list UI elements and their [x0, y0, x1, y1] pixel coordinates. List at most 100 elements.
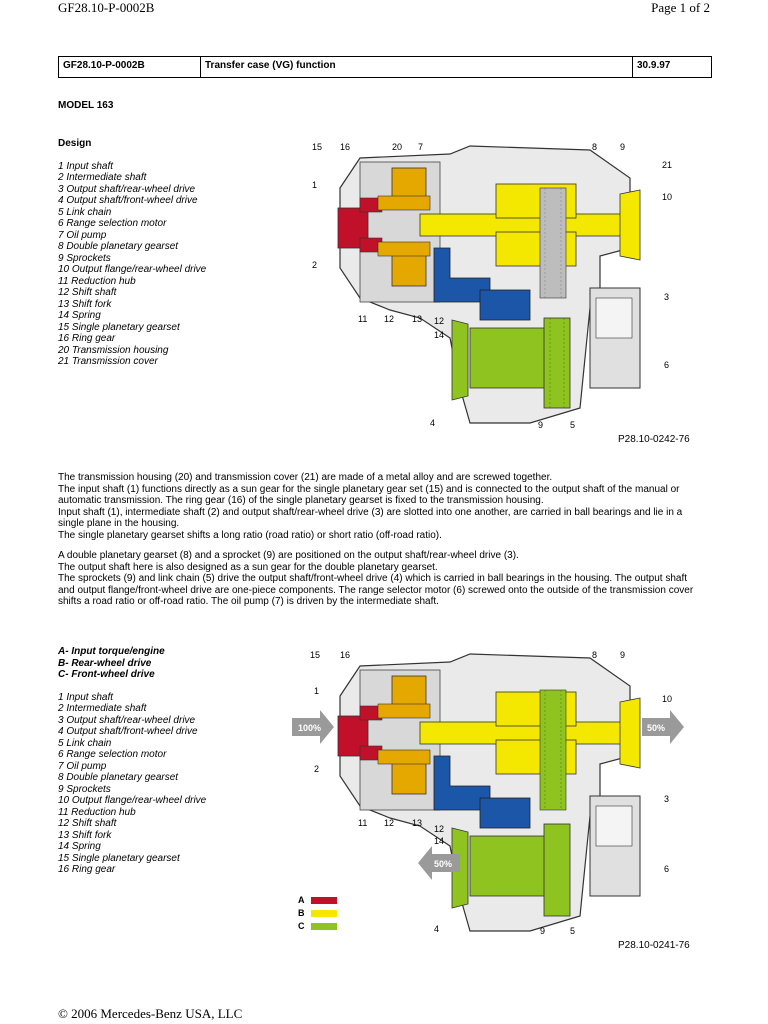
callout: 2: [314, 764, 319, 774]
legend-item: 10 Output flange/rear-wheel drive: [58, 795, 207, 806]
header-code: GF28.10-P-0002B: [59, 57, 201, 77]
legend-item: 16 Ring gear: [58, 864, 116, 875]
paragraph: A double planetary gearset (8) and a spr…: [58, 550, 519, 561]
callout: 1: [312, 180, 317, 190]
callout: 11: [358, 818, 367, 828]
callout: 10: [662, 192, 672, 202]
legend-item: 1 Input shaft: [58, 691, 114, 703]
header-date: 30.9.97: [637, 60, 671, 71]
figure-id: P28.10-0242-76: [618, 434, 690, 445]
legend-item: 13 Shift fork: [58, 829, 112, 841]
legend-item: 7 Oil pump: [58, 760, 107, 772]
flow-heading: C- Front-wheel drive: [58, 669, 155, 680]
legend-swatch: [310, 896, 337, 904]
page-number: Page 1 of 2: [651, 0, 710, 15]
callout: 9: [538, 420, 543, 430]
legend-item: 16 Ring gear: [58, 333, 116, 344]
legend-item: 14 Spring: [58, 841, 101, 852]
paragraph: The input shaft (1) functions directly a…: [58, 483, 680, 507]
legend-item: 7 Oil pump: [58, 229, 107, 241]
callout: 15: [312, 142, 322, 152]
legend-item: 6 Range selection motor: [58, 749, 167, 760]
legend-item: 12 Shift shaft: [58, 818, 117, 829]
arrow-rear-label: 50%: [647, 723, 665, 733]
callout: 9: [620, 142, 625, 152]
callout: 12: [434, 824, 444, 834]
callout: 5: [570, 926, 575, 936]
callout: 7: [418, 142, 423, 152]
legend-item: 4 Output shaft/front-wheel drive: [58, 726, 198, 737]
legend-item: 3 Output shaft/rear-wheel drive: [58, 183, 196, 195]
callout: 10: [662, 694, 672, 704]
callout: 15: [310, 650, 320, 660]
legend-item: 15 Single planetary gearset: [58, 321, 180, 333]
legend-row-a: A: [298, 895, 337, 905]
callout: 4: [434, 924, 439, 934]
input-arrow-icon: [292, 710, 334, 744]
paragraph: The sprockets (9) and link chain (5) dri…: [58, 573, 694, 607]
legend-item: 2 Intermediate shaft: [58, 703, 147, 714]
callout: 12: [384, 314, 394, 324]
front-output-arrow-icon: [418, 846, 460, 880]
description-block-1: The transmission housing (20) and transm…: [58, 472, 698, 541]
legend-item: 9 Sprockets: [58, 252, 111, 264]
flow-heading: A- Input torque/engine: [58, 646, 165, 657]
callout: 2: [312, 260, 317, 270]
design-legend: Design 1 Input shaft 2 Intermediate shaf…: [58, 138, 206, 368]
callout: 4: [430, 418, 435, 428]
torque-flow-diagram: 100% 50% 50% 15 16 8 9 1 10 2 3 11 12 13…: [292, 650, 684, 936]
legend-item: 5 Link chain: [58, 206, 112, 218]
legend-item: 9 Sprockets: [58, 783, 111, 795]
header-title: Transfer case (VG) function: [201, 57, 633, 77]
model-heading: MODEL 163: [58, 100, 114, 111]
figure-id: P28.10-0241-76: [618, 940, 690, 951]
callout: 3: [664, 292, 669, 302]
design-heading: Design: [58, 138, 92, 149]
arrow-in-label: 100%: [298, 723, 321, 733]
legend-item: 3 Output shaft/rear-wheel drive: [58, 714, 196, 726]
legend-item: 5 Link chain: [58, 737, 112, 749]
legend-item: 11 Reduction hub: [58, 275, 136, 287]
callout: 21: [662, 160, 672, 170]
arrow-front-label: 50%: [434, 859, 452, 869]
flow-heading: B- Rear-wheel drive: [58, 657, 152, 669]
legend-item: 11 Reduction hub: [58, 806, 136, 818]
callout: 16: [340, 142, 350, 152]
flow-legend: A- Input torque/engine B- Rear-wheel dri…: [58, 646, 206, 876]
legend-swatch: [310, 922, 337, 930]
legend-item: 13 Shift fork: [58, 298, 112, 310]
callout: 16: [340, 650, 350, 660]
callout: 14: [434, 836, 444, 846]
paragraph: Input shaft (1), intermediate shaft (2) …: [58, 506, 683, 530]
callout: 3: [664, 794, 669, 804]
callout: 8: [592, 650, 597, 660]
paragraph: The output shaft here is also designed a…: [58, 561, 438, 573]
callout: 13: [412, 314, 422, 324]
callout: 6: [664, 360, 669, 370]
rear-output-arrow-icon: [642, 710, 684, 744]
callout: 9: [620, 650, 625, 660]
legend-item: 4 Output shaft/front-wheel drive: [58, 195, 198, 206]
transfer-case-diagram: 15 16 20 7 8 9 21 10 1 2 3 11 12 13 12 1…: [312, 142, 672, 430]
callout: 5: [570, 420, 575, 430]
page-top-bar: GF28.10-P-0002B Page 1 of 2: [0, 0, 768, 15]
doc-id: GF28.10-P-0002B: [58, 0, 155, 15]
callout: 6: [664, 864, 669, 874]
callout: 12: [434, 316, 444, 326]
callout: 8: [592, 142, 597, 152]
legend-key: C: [298, 921, 305, 931]
header-table: GF28.10-P-0002B Transfer case (VG) funct…: [58, 56, 712, 78]
legend-item: 1 Input shaft: [58, 160, 114, 172]
paragraph: The transmission housing (20) and transm…: [58, 472, 553, 483]
callout: 11: [358, 314, 367, 324]
legend-row-b: B: [298, 908, 337, 918]
legend-item: 21 Transmission cover: [58, 356, 158, 367]
legend-key: A: [298, 895, 305, 905]
legend-item: 6 Range selection motor: [58, 218, 167, 229]
legend-item: 8 Double planetary gearset: [58, 241, 179, 252]
legend-item: 15 Single planetary gearset: [58, 852, 180, 864]
callout: 20: [392, 142, 402, 152]
callout: 9: [540, 926, 545, 936]
paragraph: The single planetary gearset shifts a lo…: [58, 529, 442, 541]
legend-swatch: [310, 909, 337, 917]
